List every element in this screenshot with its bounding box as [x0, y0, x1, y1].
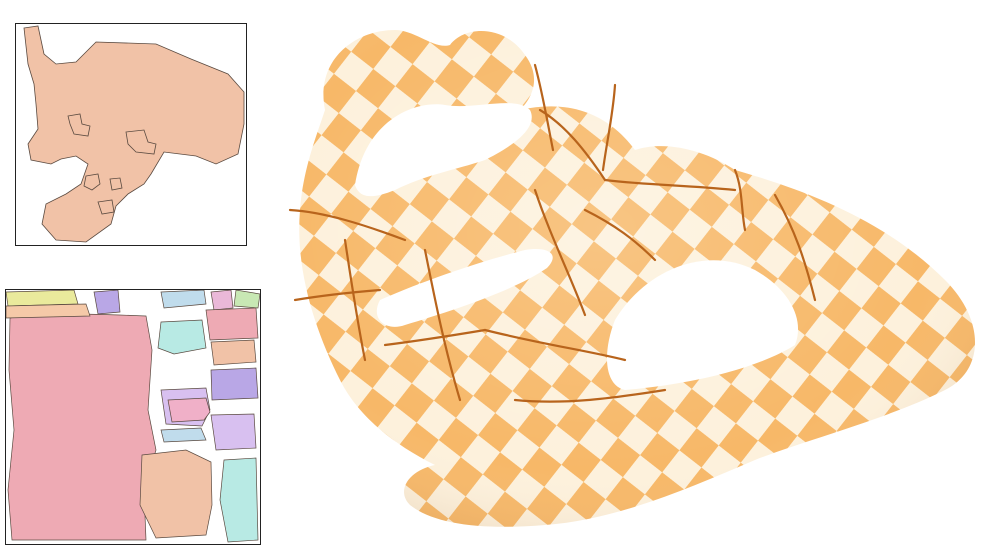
atlas-chart — [160, 290, 207, 309]
atlas-chart — [160, 427, 207, 443]
chart-boundary-notch — [83, 173, 101, 191]
atlas-chart — [210, 413, 257, 451]
atlas-chart — [7, 313, 157, 541]
model-svg — [288, 30, 975, 527]
atlas-chart — [233, 290, 260, 309]
atlas-chart — [93, 290, 121, 315]
atlas-chart — [139, 449, 213, 539]
textured-3d-model — [285, 0, 982, 550]
atlas-chart — [210, 367, 259, 401]
atlas-chart — [210, 290, 234, 311]
atlas-chart — [6, 290, 79, 307]
uv-atlas-packed-charts — [5, 289, 261, 545]
atlas-chart — [157, 319, 207, 355]
uv-seams — [288, 63, 817, 403]
atlas-chart — [167, 397, 211, 423]
atlas-chart — [219, 457, 259, 543]
chart-boundary-notch — [67, 113, 91, 137]
atlas-svg — [6, 290, 260, 543]
single-chart-svg — [23, 25, 245, 243]
atlas-chart — [205, 307, 259, 341]
uv-chart — [23, 25, 245, 243]
atlas-chart — [210, 339, 257, 366]
atlas-chart — [6, 303, 91, 319]
chart-boundary-notch — [125, 129, 157, 155]
uv-layout-single-chart — [15, 23, 247, 246]
chart-boundary-notch — [109, 177, 123, 191]
chart-boundary-notch — [97, 199, 115, 215]
